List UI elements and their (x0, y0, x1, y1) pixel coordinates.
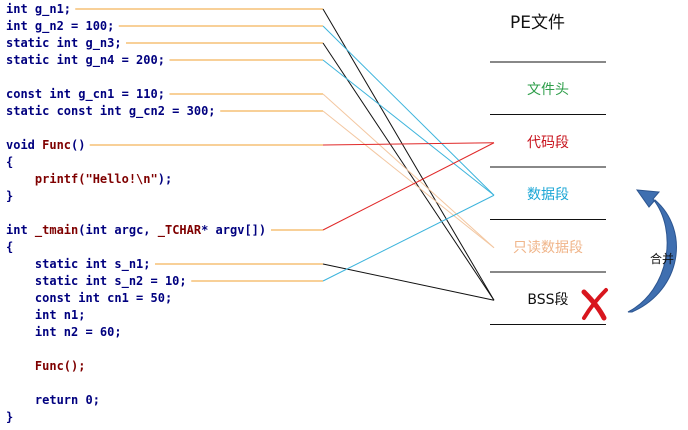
code-token: } (6, 189, 14, 203)
code-token: int n2 = 60; (6, 325, 122, 339)
code-token: _TCHAR (157, 223, 202, 237)
code-token: int g_n1; (6, 2, 72, 16)
code-token: return 0; (6, 393, 100, 407)
code-line: void Func() (6, 137, 85, 154)
code-token: (int argc, (78, 223, 158, 237)
code-line: int n2 = 60; (6, 324, 122, 341)
segment-connector (322, 194, 495, 282)
segment-connector (322, 42, 495, 301)
code-line: static int g_n4 = 200; (6, 52, 165, 69)
code-line: int _tmain(int argc, _TCHAR* argv[]) (6, 222, 266, 239)
code-line: const int g_cn1 = 110; (6, 86, 165, 103)
code-token: Func(); (6, 359, 86, 373)
segment-connector (322, 263, 495, 301)
code-line: static const int g_cn2 = 300; (6, 103, 216, 120)
code-line: static int s_n2 = 10; (6, 273, 187, 290)
segment-connector (322, 8, 495, 301)
code-line: printf("Hello!\n"); (6, 171, 172, 188)
code-line: } (6, 409, 13, 426)
code-token: int (6, 223, 35, 237)
code-token: { (6, 155, 14, 169)
code-line: const int cn1 = 50; (6, 290, 172, 307)
code-line: int g_n2 = 100; (6, 18, 114, 35)
segment-label: 代码段 (527, 134, 569, 151)
code-line: static int g_n3; (6, 35, 122, 52)
segment-connector (322, 93, 495, 249)
code-token: Func (42, 138, 72, 152)
merge-label: 合并 (650, 252, 675, 266)
code-line: { (6, 239, 13, 256)
code-line: return 0; (6, 392, 100, 409)
code-token: static int g_n4 = 200; (6, 53, 165, 67)
code-token: ); (157, 172, 173, 186)
code-token: static int s_n2 = 10; (6, 274, 187, 288)
code-token: } (6, 410, 14, 424)
code-token: static int g_n3; (6, 36, 122, 50)
segment-connector (322, 142, 495, 231)
code-line: { (6, 154, 13, 171)
code-token: const int cn1 = 50; (6, 291, 173, 305)
code-token: static int s_n1; (6, 257, 151, 271)
segment-connector (322, 110, 495, 249)
code-token: { (6, 240, 14, 254)
segment-label: BSS段 (527, 292, 569, 308)
code-token: int n1; (6, 308, 86, 322)
red-cross-icon (581, 288, 608, 321)
segment-label: 只读数据段 (513, 239, 583, 256)
segment-connector (322, 25, 495, 196)
code-token: "Hello!\n" (85, 172, 158, 186)
code-token: void (6, 138, 43, 152)
code-line: } (6, 188, 13, 205)
pe-file-title: PE文件 (510, 13, 565, 33)
code-token: printf( (6, 172, 86, 186)
code-token: () (71, 138, 86, 152)
code-line: Func(); (6, 358, 86, 375)
code-token: * argv[]) (201, 223, 267, 237)
code-token: const int g_cn1 = 110; (6, 87, 165, 101)
code-token: _tmain (34, 223, 79, 237)
segment-label: 文件头 (527, 82, 569, 98)
code-line: int n1; (6, 307, 86, 324)
segment-connector (322, 142, 495, 146)
merge-arrow-icon (627, 189, 677, 313)
code-token: int g_n2 = 100; (6, 19, 115, 33)
segment-connector (322, 59, 495, 196)
code-line: int g_n1; (6, 1, 71, 18)
segment-label: 数据段 (527, 187, 569, 203)
code-line: static int s_n1; (6, 256, 151, 273)
code-token: static const int g_cn2 = 300; (6, 104, 216, 118)
